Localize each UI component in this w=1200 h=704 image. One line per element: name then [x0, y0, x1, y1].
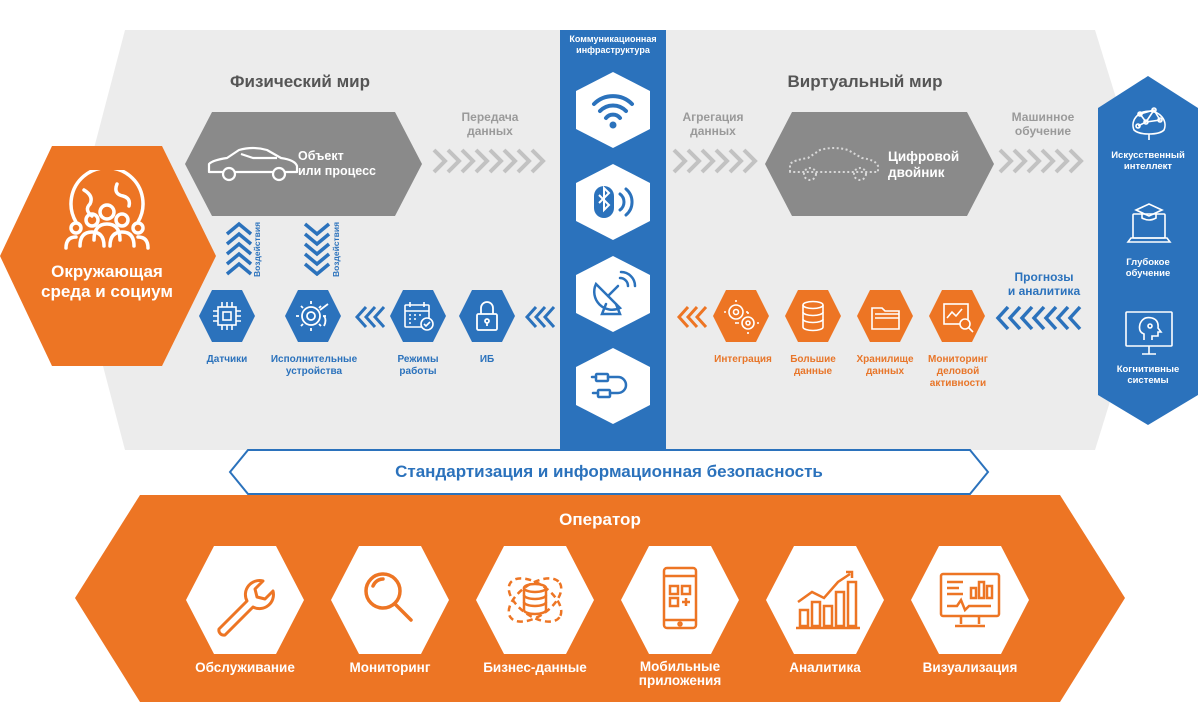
cable-icon	[576, 348, 650, 424]
database-icon	[785, 290, 841, 342]
padlock-icon	[459, 290, 515, 342]
ai-bar	[1098, 76, 1198, 425]
maintenance-label: Обслуживание	[195, 660, 295, 675]
operator-title: Оператор	[559, 510, 641, 529]
ml-arrows	[998, 148, 1084, 174]
wifi-icon	[576, 72, 650, 148]
environment-label: Окружающая среда и социум	[41, 262, 173, 302]
analytics-label: Аналитика	[789, 660, 861, 675]
sensor-chip-icon	[199, 290, 255, 342]
impact-arrows-up	[225, 221, 253, 276]
operator-panel	[75, 495, 1125, 702]
actuators-label: Исполнительные устройства	[270, 354, 358, 377]
laptop-graduation-icon	[1126, 203, 1172, 243]
aggregation-label: Агрегация данных	[682, 110, 744, 139]
cognitive-label: Когнитивные системы	[1116, 364, 1180, 387]
orange-left-arrows	[676, 305, 708, 329]
object-hex	[185, 112, 422, 216]
dl-label: Глубокое обучение	[1125, 257, 1171, 280]
integration-label: Интеграция	[714, 354, 772, 365]
virtual-world-title: Виртуальный мир	[787, 72, 943, 91]
ib-label: ИБ	[479, 354, 495, 365]
data-transfer-label: Передача данных	[461, 110, 519, 139]
business-data-label: Бизнес-данные	[483, 660, 587, 675]
gear-wrench-icon	[285, 290, 341, 342]
comm-title: Коммуникационная инфраструктура	[569, 34, 657, 55]
ai-label: Искусственный интеллект	[1111, 150, 1185, 173]
wrench-icon	[186, 546, 304, 654]
brain-network-icon	[1132, 107, 1166, 140]
visualization-label: Визуализация	[922, 660, 1018, 675]
standard-label: Стандартизация и информационная безопасн…	[395, 462, 823, 481]
monitoring-label: Мониторинг	[349, 660, 431, 675]
environment-hex	[0, 146, 216, 366]
monitor-head-icon	[1125, 311, 1173, 355]
mobile-app-icon	[621, 546, 739, 654]
folder-icon	[857, 290, 913, 342]
car-dotted-icon	[789, 147, 879, 181]
modes-label: Режимы работы	[397, 354, 439, 377]
satellite-dish-icon	[576, 256, 650, 332]
forecast-arrows	[995, 305, 1082, 331]
data-transfer-arrows	[432, 148, 546, 174]
bar-chart-icon	[766, 546, 884, 654]
bam-label: Мониторинг деловой активности	[928, 354, 988, 389]
impact-label-2: Воздействия	[331, 221, 341, 277]
bigdata-label: Большие данные	[790, 354, 836, 377]
mobile-label: Мобильные приложения	[638, 659, 722, 689]
storage-label: Хранилище данных	[856, 354, 914, 377]
globe-people-icon	[64, 170, 150, 250]
blue-left-arrows-2	[524, 305, 556, 329]
calendar-check-icon	[390, 290, 446, 342]
object-label: Объект или процесс	[298, 149, 376, 178]
sensors-label: Датчики	[206, 354, 248, 365]
car-icon	[207, 146, 299, 182]
standard-bar	[228, 449, 990, 495]
database-orbit-icon	[476, 546, 594, 654]
ml-label: Машинное обучение	[1011, 110, 1075, 139]
impact-arrows-down	[303, 222, 331, 276]
twin-hex	[765, 112, 994, 216]
twin-label: Цифровой двойник	[888, 149, 960, 180]
impact-label-1: Воздействия	[252, 221, 262, 277]
physical-world-title: Физический мир	[230, 72, 370, 91]
bluetooth-icon	[576, 164, 650, 240]
dashboard-screen-icon	[911, 546, 1029, 654]
blue-left-arrows-1	[354, 305, 386, 329]
magnifier-icon	[331, 546, 449, 654]
gears-icon	[713, 290, 769, 342]
aggregation-arrows	[672, 148, 758, 174]
chart-magnifier-icon	[929, 290, 985, 342]
forecast-label: Прогнозы и аналитика	[1007, 270, 1081, 299]
